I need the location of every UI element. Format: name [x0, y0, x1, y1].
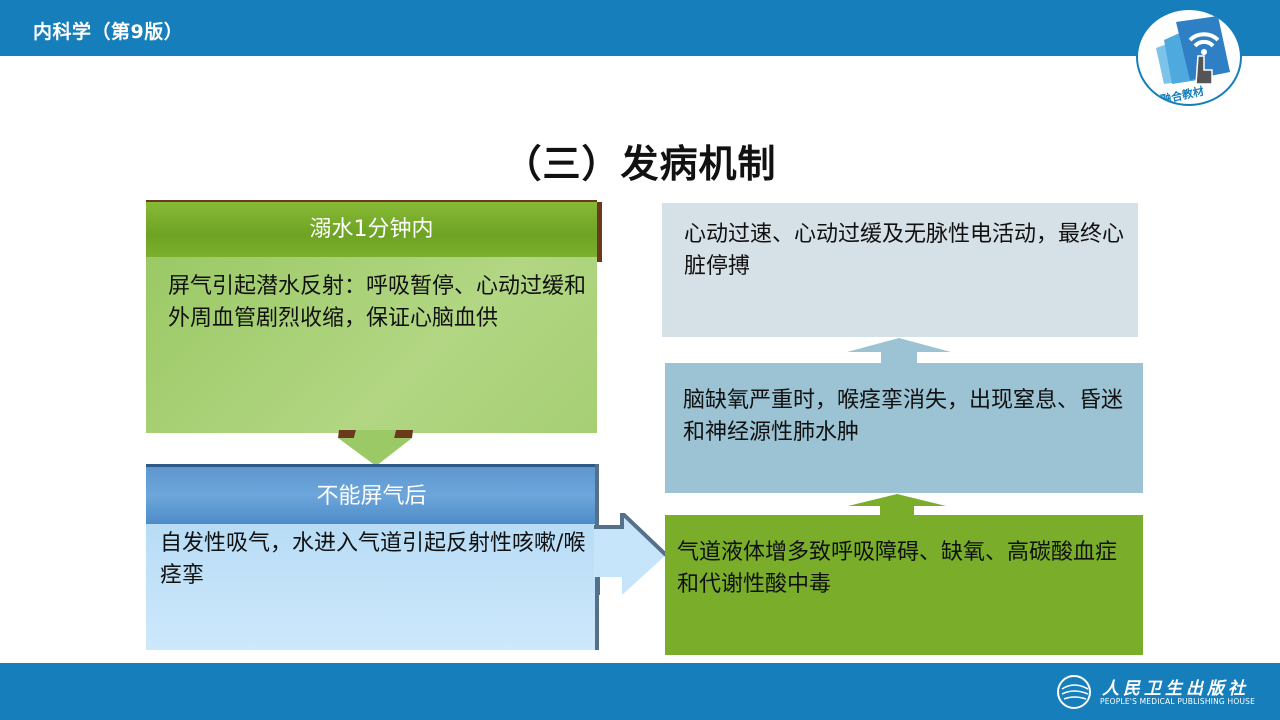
stage-heading-bar: 溺水1分钟内 — [146, 200, 597, 257]
stage-heading: 不能屏气后 — [316, 484, 427, 509]
svg-text:融合教材: 融合教材 — [1159, 84, 1205, 106]
publisher-emblem-icon — [1057, 675, 1091, 709]
up-arrow-icon — [848, 494, 946, 516]
airway-fluid-box: 气道液体增多致呼吸障碍、缺氧、高碳酸血症和代谢性酸中毒 — [665, 515, 1143, 655]
cerebral-hypoxia-box: 脑缺氧严重时，喉痉挛消失，出现窒息、昏迷和神经源性肺水肿 — [665, 363, 1143, 493]
stage-body: 屏气引起潜水反射：呼吸暂停、心动过缓和外周血管剧烈收缩，保证心脑血供 — [146, 257, 597, 433]
stage-heading: 溺水1分钟内 — [309, 217, 434, 242]
book-title: 内科学（第9版） — [33, 21, 184, 43]
outcome-text: 心动过速、心动过缓及无脉性电活动，最终心脏停搏 — [684, 222, 1125, 279]
stage-heading-bar: 不能屏气后 — [146, 464, 597, 524]
header-bar: 内科学（第9版） — [0, 0, 1280, 56]
right-arrow-icon — [594, 513, 668, 595]
stage-description: 自发性吸气，水进入气道引起反射性咳嗽/喉痉挛 — [160, 531, 586, 588]
stage-within-1-minute: 溺水1分钟内 屏气引起潜水反射：呼吸暂停、心动过缓和外周血管剧烈收缩，保证心脑血… — [146, 200, 602, 433]
up-arrow-icon — [847, 338, 951, 364]
fusion-textbook-badge: 融合教材 — [1136, 8, 1242, 106]
touch-wifi-book-icon: 融合教材 — [1156, 16, 1230, 106]
outcome-text: 气道液体增多致呼吸障碍、缺氧、高碳酸血症和代谢性酸中毒 — [677, 540, 1118, 597]
stage-after-breath-hold: 不能屏气后 自发性吸气，水进入气道引起反射性咳嗽/喉痉挛 — [146, 464, 599, 650]
publisher-name-en: PEOPLE'S MEDICAL PUBLISHING HOUSE — [1100, 697, 1256, 706]
slide-title: （三）发病机制 — [503, 142, 777, 186]
stage-description: 屏气引起潜水反射：呼吸暂停、心动过缓和外周血管剧烈收缩，保证心脑血供 — [168, 274, 587, 331]
outcome-cardiac-arrest-box: 心动过速、心动过缓及无脉性电活动，最终心脏停搏 — [662, 203, 1138, 337]
down-arrow-icon — [338, 430, 413, 466]
outcome-text: 脑缺氧严重时，喉痉挛消失，出现窒息、昏迷和神经源性肺水肿 — [683, 388, 1124, 445]
box-edge — [597, 202, 602, 262]
publisher-logo: 人民卫生出版社 PEOPLE'S MEDICAL PUBLISHING HOUS… — [1054, 673, 1274, 713]
stage-body: 自发性吸气，水进入气道引起反射性咳嗽/喉痉挛 — [146, 524, 596, 650]
publisher-name-cn: 人民卫生出版社 — [1102, 679, 1249, 699]
